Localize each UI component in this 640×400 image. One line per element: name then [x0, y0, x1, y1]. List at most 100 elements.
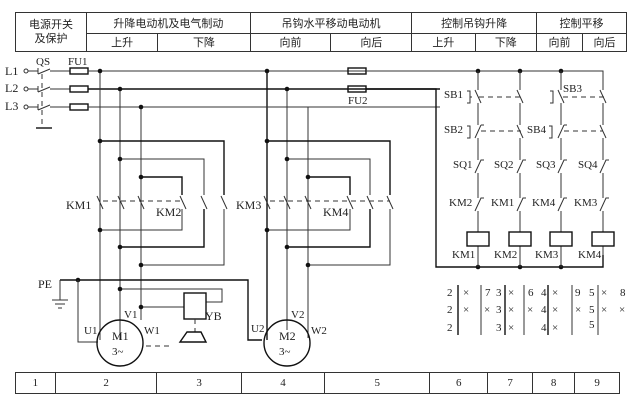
label-sq1: SQ1 — [453, 159, 473, 171]
label-km1-main: KM1 — [66, 198, 91, 212]
header-power-protection: 电源开关 及保护 — [14, 12, 88, 52]
label-m2-phase: 3~ — [279, 346, 291, 358]
ct-km1-r2: 2 — [447, 304, 453, 316]
ct-km2-r1: 3 — [496, 287, 502, 299]
label-fu2: FU2 — [348, 95, 368, 107]
label-u2: U2 — [251, 323, 264, 335]
zone-6: 6 — [429, 372, 489, 394]
zone-7: 7 — [487, 372, 533, 394]
label-km4-main: KM4 — [323, 205, 348, 219]
label-sq4: SQ4 — [578, 159, 598, 171]
trolley-motor-circuit: KM3 KM4 — [236, 68, 394, 340]
label-m2: M2 — [279, 329, 296, 343]
label-l3: L3 — [5, 99, 18, 113]
header-control-up: 上升 — [411, 32, 476, 53]
coil-km2 — [508, 231, 532, 247]
header-power-line2: 及保护 — [34, 32, 68, 45]
header-control-backward: 向后 — [581, 32, 628, 53]
ct-km3-m3: × — [552, 322, 558, 334]
motor-m2: M2 3~ U2 V2 W2 — [251, 309, 327, 367]
terminal-l3 — [23, 104, 29, 110]
zone-4: 4 — [240, 372, 326, 394]
ct-km1-m2: × — [463, 304, 469, 316]
switch-qs — [28, 68, 70, 129]
label-w2: W2 — [311, 325, 327, 337]
ct-km4-r2: 5 — [589, 304, 595, 316]
brake-yb: YB — [117, 286, 223, 347]
ct-km1-aux-mark: × — [484, 304, 490, 316]
terminal-l1 — [23, 68, 29, 74]
ct-km1-aux: 7 — [485, 287, 491, 299]
header-table: 电源开关 及保护 升降电动机及电气制动 吊钩水平移动电动机 控制吊钩升降 控制平… — [14, 12, 628, 53]
label-v2: V2 — [291, 309, 304, 321]
label-m1-phase: 3~ — [112, 346, 124, 358]
label-u1: U1 — [84, 325, 97, 337]
ct-km4-aux: 8 — [620, 287, 626, 299]
header-control-down: 下降 — [474, 32, 538, 53]
ct-km3-m2: × — [552, 304, 558, 316]
ct-km3-r3: 4 — [541, 322, 547, 334]
ct-km2-m2: × — [508, 304, 514, 316]
terminal-l2 — [23, 86, 29, 92]
label-sq3: SQ3 — [536, 159, 556, 171]
ct-km3-aux-mark: × — [575, 304, 581, 316]
zone-2: 2 — [54, 372, 158, 394]
label-sb1: SB1 — [444, 89, 463, 101]
label-sb4: SB4 — [527, 124, 546, 136]
label-coil-km1: KM1 — [452, 249, 475, 261]
ct-km2-r2: 3 — [496, 304, 502, 316]
header-control-forward: 向前 — [536, 32, 583, 53]
label-km3-main: KM3 — [236, 198, 261, 212]
ct-km4-r1: 5 — [589, 287, 595, 299]
label-v1: V1 — [124, 309, 137, 321]
header-trolley-forward: 向前 — [249, 32, 332, 53]
label-coil-km4: KM4 — [578, 249, 602, 261]
label-coil-km3: KM3 — [535, 249, 559, 261]
ct-km2-aux: 6 — [528, 287, 534, 299]
power-input: L1 L2 L3 QS FU1 — [5, 56, 440, 129]
ct-km1-r1: 2 — [447, 287, 453, 299]
zone-number-table: 1 2 3 4 5 6 7 8 9 — [15, 372, 620, 394]
motor-m1: M1 3~ U1 V1 W1 — [84, 309, 160, 367]
ct-km2-aux-mark: × — [527, 304, 533, 316]
ct-km3-m1: × — [552, 287, 558, 299]
zone-8: 8 — [531, 372, 576, 394]
zone-5: 5 — [324, 372, 431, 394]
label-km2-main: KM2 — [156, 205, 181, 219]
ct-km3-aux: 9 — [575, 287, 581, 299]
ct-km2-r3: 3 — [496, 322, 502, 334]
label-l1: L1 — [5, 64, 18, 78]
ct-km3-r1: 4 — [541, 287, 547, 299]
control-circuit: FU2 SB1 SB3 SB2 SB4 S — [347, 67, 615, 270]
ct-km2-m1: × — [508, 287, 514, 299]
coil-km4 — [591, 231, 615, 247]
header-hoist-up: 上升 — [86, 32, 159, 53]
fuse-fu1 — [69, 67, 89, 111]
header-hoist-down: 下降 — [157, 32, 251, 53]
ct-km4-aux-mark: × — [619, 304, 625, 316]
ct-km4-m1: × — [601, 287, 607, 299]
label-interlock-km2: KM2 — [449, 197, 472, 209]
zone-3: 3 — [156, 372, 242, 394]
ct-km4-r3: 5 — [589, 319, 595, 331]
coil-km3 — [549, 231, 573, 247]
protective-earth: PE — [38, 277, 262, 343]
label-interlock-km1: KM1 — [491, 197, 514, 209]
ct-km2-m3: × — [508, 322, 514, 334]
contact-location-table: 2 2 2 × × 7 × 3 3 3 × × × 6 × 4 4 4 × × … — [447, 285, 626, 335]
hoist-motor-circuit: KM1 KM2 — [66, 68, 228, 340]
ct-km3-r2: 4 — [541, 304, 547, 316]
label-sq2: SQ2 — [494, 159, 514, 171]
label-sb3: SB3 — [563, 83, 582, 95]
header-power-line1: 电源开关 — [29, 18, 74, 31]
label-sb2: SB2 — [444, 124, 463, 136]
zone-9: 9 — [574, 372, 620, 394]
label-l2: L2 — [5, 81, 18, 95]
label-pe: PE — [38, 277, 52, 291]
label-coil-km2: KM2 — [494, 249, 517, 261]
label-fu1: FU1 — [68, 56, 88, 68]
ct-km1-m1: × — [463, 287, 469, 299]
coil-km1 — [466, 231, 490, 247]
header-trolley-control: 控制平移 — [536, 12, 627, 34]
